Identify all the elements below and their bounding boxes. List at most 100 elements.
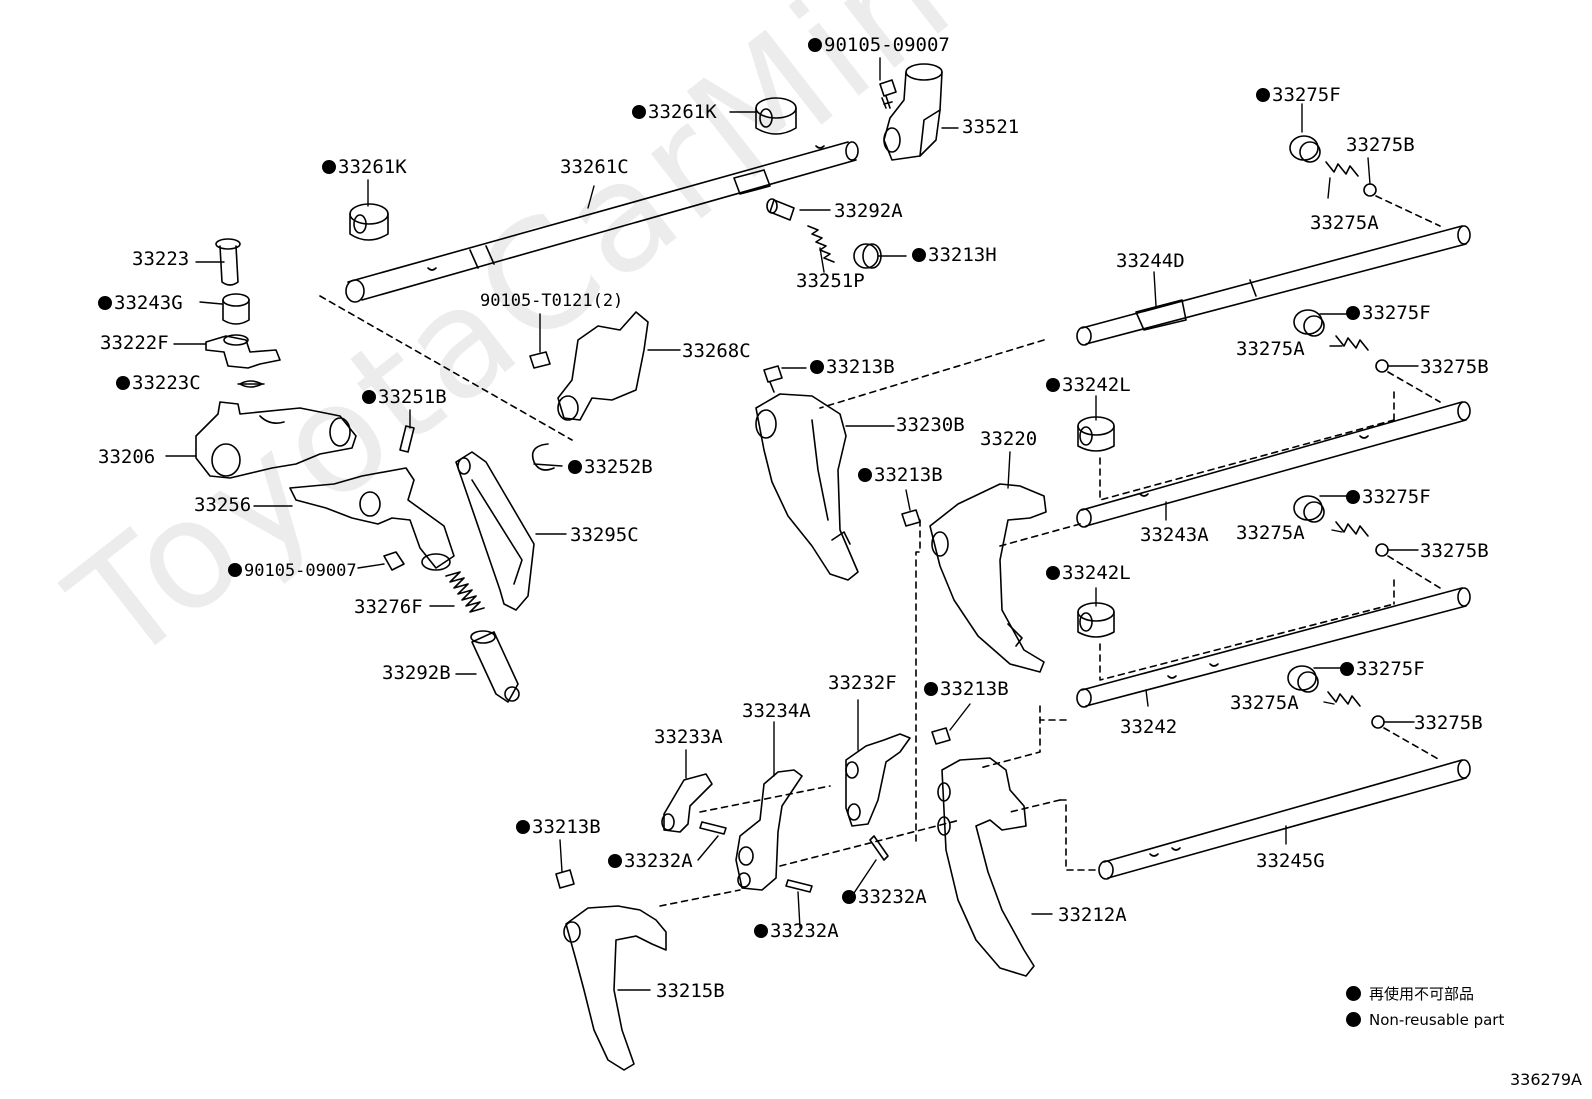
plug-33213h [853, 243, 882, 269]
label-33275a-1: 33275A [1310, 212, 1379, 234]
label-33213b-3: 33213B [924, 678, 1009, 700]
lever-33256 [289, 467, 455, 571]
pin-33251b [399, 425, 415, 453]
label-33213b-2: 33213B [858, 464, 943, 486]
label-33206: 33206 [98, 446, 156, 468]
non-reusable-marker-icon [98, 296, 112, 310]
non-reusable-marker-icon [912, 248, 926, 262]
non-reusable-marker-icon [1340, 662, 1354, 676]
pins-33232a [699, 821, 889, 893]
pin-33292a [766, 198, 795, 221]
label-33232a-3: 33232A [754, 920, 839, 942]
label-33261k-top: 33261K [632, 101, 717, 123]
label-33275a-3: 33275A [1236, 522, 1305, 544]
label-33222f: 33222F [100, 332, 169, 354]
shift-head-33521 [883, 63, 943, 161]
label-33232a-2: 33232A [842, 886, 927, 908]
non-reusable-marker-icon [1346, 1012, 1361, 1027]
label-33295c: 33295C [570, 524, 639, 546]
non-reusable-marker-icon [568, 460, 582, 474]
non-reusable-marker-icon [1256, 88, 1270, 102]
non-reusable-marker-icon [808, 38, 822, 52]
label-33261k-left: 33261K [322, 156, 407, 178]
label-33275b-4: 33275B [1414, 712, 1483, 734]
non-reusable-marker-icon [842, 890, 856, 904]
label-33275f-2: 33275F [1346, 302, 1431, 324]
label-33213b-1: 33213B [810, 356, 895, 378]
shaft-33242 [1076, 587, 1471, 708]
non-reusable-marker-icon [362, 390, 376, 404]
label-33292a: 33292A [834, 200, 903, 222]
label-33242l-2: 33242L [1046, 562, 1131, 584]
label-33213b-4: 33213B [516, 816, 601, 838]
spring-33251p [807, 225, 835, 263]
lever-33234a [735, 769, 803, 891]
non-reusable-marker-icon [1046, 566, 1060, 580]
label-33276f: 33276F [354, 596, 423, 618]
non-reusable-marker-icon [228, 563, 242, 577]
dashed-guides-right [659, 195, 1441, 907]
label-33275b-1: 33275B [1346, 134, 1415, 156]
legend-row-japanese: 再使用不可部品 [1346, 984, 1474, 1004]
lever-33232f [845, 733, 911, 827]
bushing-33242l-a [1077, 416, 1115, 452]
detent-set-1 [1289, 135, 1377, 197]
shaft-33244d [1076, 225, 1471, 346]
document-id: 336279A [1509, 1070, 1582, 1089]
non-reusable-marker-icon [810, 360, 824, 374]
non-reusable-marker-icon [858, 468, 872, 482]
dashed-guide-1 [319, 295, 573, 441]
non-reusable-marker-icon [1346, 490, 1360, 504]
label-33242: 33242 [1120, 716, 1178, 738]
fork-33212a [937, 757, 1035, 977]
bushing-33242l-b [1077, 602, 1115, 638]
pin-33292b [470, 630, 520, 703]
label-33252b: 33252B [568, 456, 653, 478]
fork-33215b [563, 905, 667, 1071]
label-33275b-2: 33275B [1420, 356, 1489, 378]
leader-lines [165, 57, 1419, 991]
bolt-33213b-c [931, 727, 951, 745]
non-reusable-marker-icon [1346, 306, 1360, 320]
detent-set-4 [1287, 665, 1385, 729]
fork-33230b [755, 393, 859, 581]
label-33275f-4: 33275F [1340, 658, 1425, 680]
non-reusable-marker-icon [924, 682, 938, 696]
lever-33222f [205, 334, 281, 369]
non-reusable-marker-icon [632, 105, 646, 119]
bolt-90105-t0121 [529, 351, 551, 369]
label-33232f: 33232F [828, 672, 897, 694]
label-90105-09007-top: 90105-09007 [808, 34, 950, 56]
label-33268c: 33268C [682, 340, 751, 362]
bolt-33213b-a [763, 365, 783, 393]
label-33292b: 33292B [382, 662, 451, 684]
clip-33252b [531, 443, 555, 471]
lever-33233a [661, 773, 713, 833]
label-33244d: 33244D [1116, 250, 1185, 272]
label-33243g: 33243G [98, 292, 183, 314]
label-33223c: 33223C [116, 372, 201, 394]
label-90105-t0121: 90105-T0121(2) [480, 291, 624, 311]
bracket-33268c [557, 311, 649, 421]
label-33261c: 33261C [560, 156, 629, 178]
label-33220: 33220 [980, 428, 1038, 450]
label-33242l-1: 33242L [1046, 374, 1131, 396]
spring-33276f [445, 571, 485, 613]
bolt-90105-lower [383, 551, 405, 571]
label-33230b: 33230B [896, 414, 965, 436]
bolt-33213b-d [555, 869, 575, 889]
legend-row-english: Non-reusable part [1346, 1010, 1504, 1030]
label-33233a: 33233A [654, 726, 723, 748]
non-reusable-marker-icon [116, 376, 130, 390]
label-33212a: 33212A [1058, 904, 1127, 926]
shaft-33261c [345, 141, 859, 303]
label-33275b-3: 33275B [1420, 540, 1489, 562]
label-33245g: 33245G [1256, 850, 1325, 872]
plate-33295c [455, 451, 535, 611]
non-reusable-marker-icon [754, 924, 768, 938]
label-33223: 33223 [132, 248, 190, 270]
bushing-33261k-top [755, 97, 797, 135]
label-33275f-1: 33275F [1256, 84, 1341, 106]
fork-33220 [929, 483, 1047, 673]
